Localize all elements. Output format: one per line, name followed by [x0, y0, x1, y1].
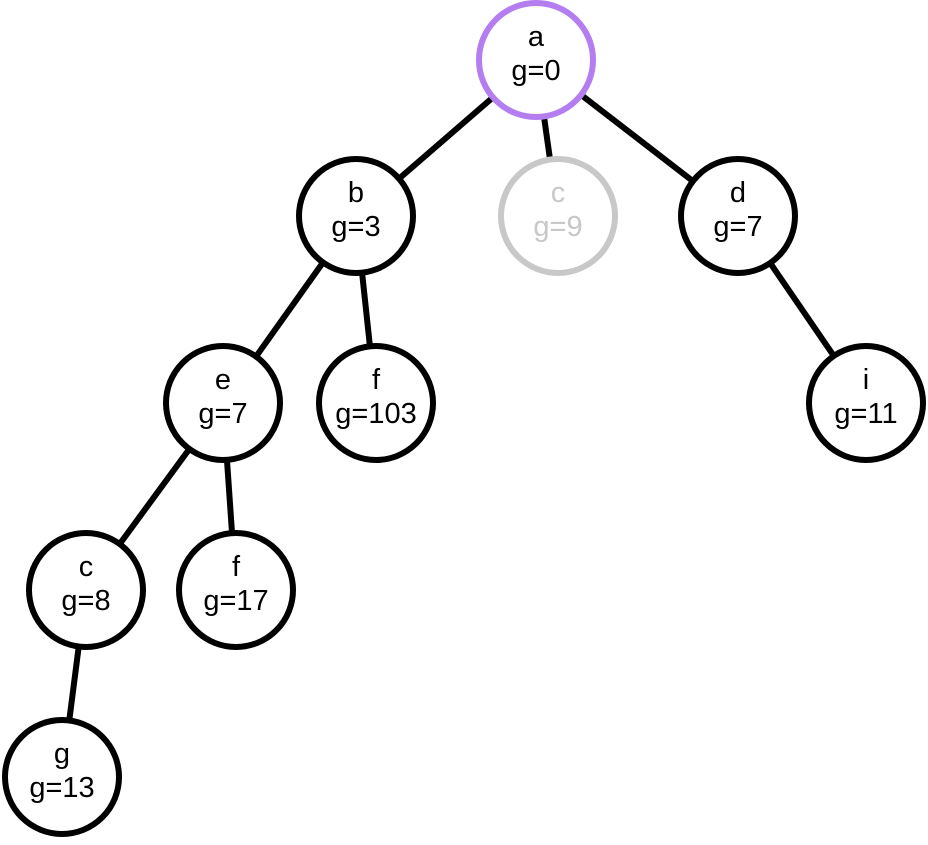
- node-a: ag=0: [476, 0, 596, 120]
- node-circle: [2, 717, 122, 837]
- edges: [66, 92, 837, 721]
- edge-b-e: [253, 260, 326, 359]
- node-label: e: [215, 364, 231, 396]
- node-f1: fg=103: [316, 343, 436, 463]
- node-cost: g=7: [713, 211, 762, 243]
- node-label: a: [528, 21, 545, 53]
- node-cost: g=9: [533, 211, 582, 243]
- node-cost: g=8: [61, 585, 110, 617]
- node-label: c: [79, 551, 94, 583]
- node-label: g: [54, 738, 70, 770]
- node-label: d: [730, 177, 746, 209]
- edge-a-b: [397, 95, 495, 181]
- node-d: dg=7: [678, 156, 798, 276]
- edge-e-c2: [117, 447, 192, 546]
- node-cost: g=3: [331, 211, 380, 243]
- node-cost: g=11: [834, 398, 897, 430]
- node-label: c: [551, 177, 566, 209]
- node-label: f: [372, 364, 381, 396]
- node-circle: [26, 530, 146, 650]
- node-c1: cg=9: [498, 156, 618, 276]
- node-circle: [296, 156, 416, 276]
- node-label: f: [232, 551, 241, 583]
- node-e: eg=7: [163, 343, 283, 463]
- node-cost: g=17: [203, 585, 268, 617]
- node-label: b: [348, 177, 364, 209]
- node-g: gg=13: [2, 717, 122, 837]
- node-circle: [806, 343, 926, 463]
- node-i: ig=11: [806, 343, 926, 463]
- node-b: bg=3: [296, 156, 416, 276]
- node-circle: [678, 156, 798, 276]
- node-cost: g=0: [511, 55, 560, 87]
- edge-b-f1: [359, 272, 373, 347]
- node-f2: fg=17: [176, 530, 296, 650]
- node-c2: cg=8: [26, 530, 146, 650]
- node-circle: [176, 530, 296, 650]
- node-cost: g=103: [335, 398, 416, 430]
- node-circle: [498, 156, 618, 276]
- node-cost: g=7: [198, 398, 247, 430]
- node-circle: [316, 343, 436, 463]
- edge-d-i: [767, 261, 837, 358]
- edge-e-f2: [223, 459, 236, 534]
- node-circle: [476, 0, 596, 120]
- node-cost: g=13: [29, 772, 94, 804]
- node-label: i: [863, 364, 869, 396]
- edge-c2-g: [66, 646, 82, 721]
- edge-a-d: [579, 92, 695, 184]
- node-circle: [163, 343, 283, 463]
- edge-a-c1: [540, 116, 554, 160]
